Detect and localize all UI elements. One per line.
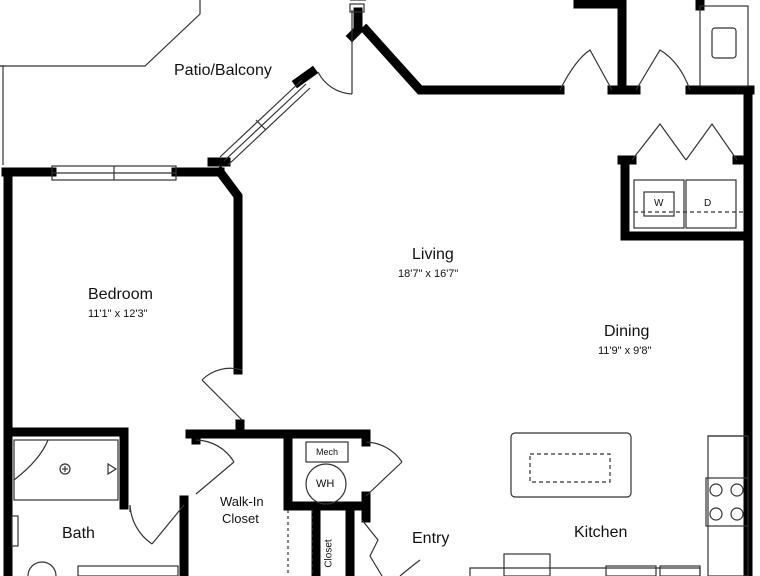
- living-label: Living: [412, 246, 454, 263]
- bedroom-label: Bedroom: [88, 286, 153, 303]
- bedroom-dims: 11'1" x 12'3": [88, 308, 148, 320]
- thin-lines: [11, 0, 749, 576]
- walkin-label-line2: Closet: [222, 511, 259, 526]
- walkin-label-line1: Walk-In: [220, 494, 264, 509]
- dryer-label: D: [704, 198, 712, 209]
- water-heater-label: WH: [316, 478, 335, 490]
- patio-outline: [0, 0, 201, 165]
- kitchen-label: Kitchen: [574, 524, 628, 541]
- dining-label: Dining: [604, 323, 650, 340]
- closet-label: Closet: [323, 539, 335, 568]
- dining-dims: 11'9" x 9'8": [598, 345, 652, 357]
- living-dims: 18'7" x 16'7": [398, 268, 459, 280]
- washer-label: W: [654, 198, 664, 209]
- mech-label: Mech: [316, 447, 339, 457]
- bath-label: Bath: [62, 525, 95, 542]
- patio-label: Patio/Balcony: [174, 62, 272, 79]
- entry-label: Entry: [412, 530, 450, 547]
